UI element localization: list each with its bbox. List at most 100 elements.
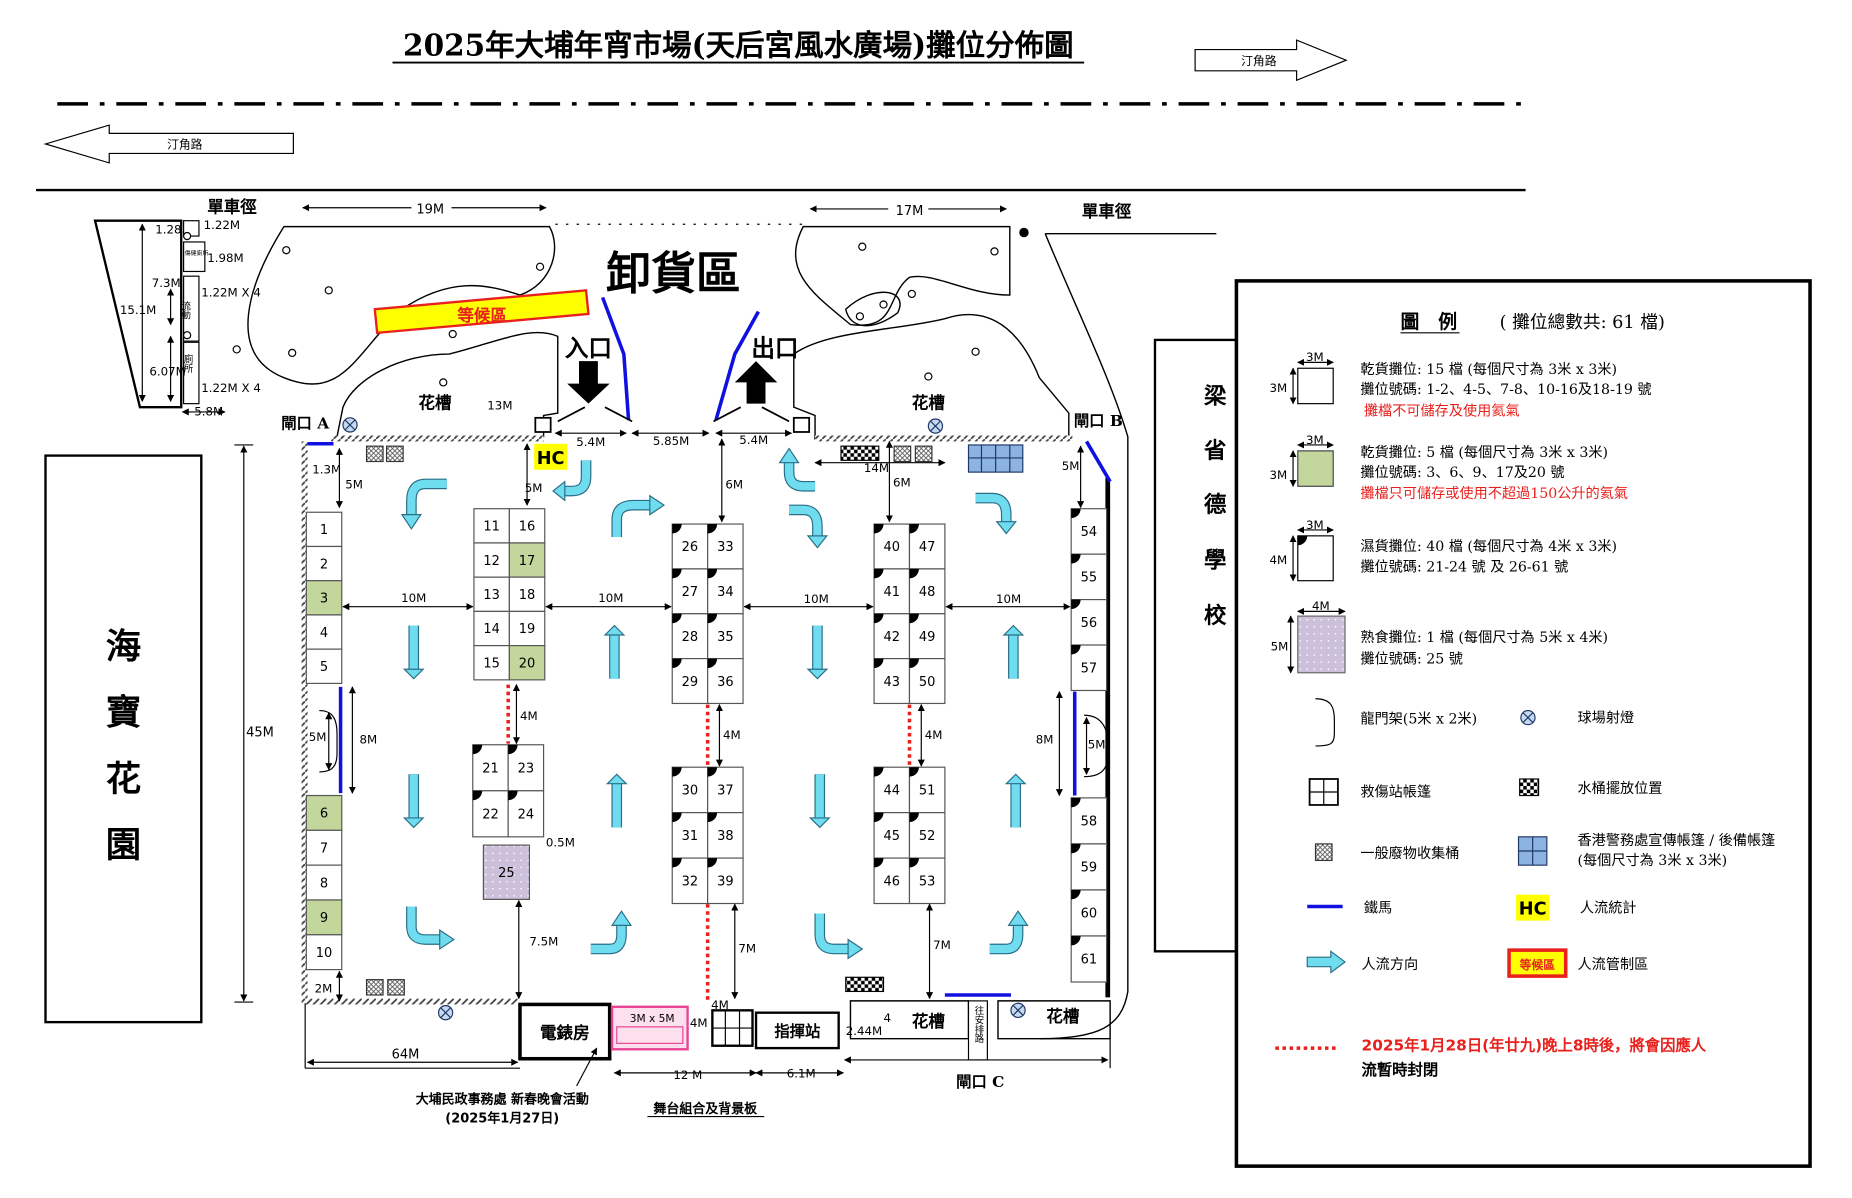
page-title: 2025年大埔年宵市場(天后宮風水廣場)攤位分佈圖 — [403, 27, 1074, 62]
stall-corner-mark — [508, 790, 518, 801]
stall-29: 29 — [671, 658, 709, 705]
building-char: 園 — [106, 825, 141, 866]
dimension-label: 7M — [933, 938, 951, 952]
stall-2: 2 — [305, 545, 343, 582]
flow-direction-arrow — [590, 910, 633, 955]
stall-number: 22 — [482, 808, 499, 823]
flow-direction-arrow — [605, 773, 628, 828]
legend-text: 攤位號碼: 1-2、4-5、7-8、10-16及18-19 號 — [1360, 382, 1651, 398]
stall-10: 10 — [305, 934, 343, 971]
stall-15: 15 — [473, 645, 510, 681]
floodlight-icon — [437, 1005, 454, 1021]
stall-8: 8 — [305, 864, 343, 901]
dimension-label: 17M — [896, 204, 924, 219]
legend-text: 乾貨攤位: 15 檔 (每個尺寸為 3米 x 3米) — [1360, 361, 1617, 378]
stall-16: 16 — [508, 508, 546, 544]
stall-55: 55 — [1070, 553, 1108, 601]
waste-bin-icon — [387, 979, 405, 996]
legend-text: 龍門架(5米 x 2米) — [1360, 711, 1477, 728]
legend-text: 救傷站帳篷 — [1360, 785, 1431, 801]
stall-56: 56 — [1070, 599, 1108, 646]
dimension-label: 4M — [711, 998, 729, 1012]
stall-box — [482, 844, 531, 900]
stall-number: 20 — [519, 656, 536, 671]
dimension-label: 5.4M — [739, 433, 768, 447]
stall-corner-mark — [909, 767, 919, 777]
stall-corner-mark — [1071, 797, 1081, 808]
stall-corner-mark — [672, 524, 682, 534]
flow-direction-arrow — [402, 774, 425, 829]
headcount-point: HC — [534, 443, 568, 470]
event-date: (2025年1月27日) — [445, 1110, 559, 1126]
flow-direction-arrow — [814, 913, 864, 960]
stall-box — [707, 658, 744, 705]
stall-number: 40 — [884, 540, 901, 555]
stall-box — [305, 648, 343, 684]
hoi-bo-garden-building: 海 寶 花 園 — [44, 454, 203, 1024]
police-tent — [967, 444, 1024, 473]
stall-corner-mark — [909, 568, 919, 579]
cycle-track-label: 單車徑 — [207, 196, 257, 216]
dimension-label: 10M — [996, 592, 1021, 606]
stall-number: 27 — [682, 585, 699, 600]
stall-number: 51 — [919, 784, 936, 799]
stall-48: 48 — [908, 568, 946, 615]
stall-44: 44 — [873, 766, 911, 814]
closure-note: 2025年1月28日(年廿九)晚上8時後，將會因應人 — [1362, 1036, 1707, 1054]
event-label: 大埔民政事務處 新春晚會活動 — [416, 1092, 589, 1108]
stall-corner-mark — [707, 812, 718, 823]
mobile-toilet-label: 流動 — [179, 300, 191, 320]
stall-number: 54 — [1081, 525, 1098, 540]
stall-number: 53 — [919, 875, 936, 890]
stall-box — [508, 576, 546, 612]
legend-text: 水桶擺放位置 — [1578, 781, 1663, 797]
stage-size-label: 3M x 5M — [630, 1012, 675, 1025]
gate-c-label: 閘口 C — [956, 1073, 1004, 1091]
stall-40: 40 — [873, 523, 911, 570]
bucket-icon — [845, 976, 885, 993]
stall-number: 1 — [320, 523, 328, 538]
stall-box — [472, 744, 509, 792]
legend-item-dry-helium: 3M 3M 乾貨攤位: 5 檔 (每個尺寸為 3米 x 3米) 攤位號碼: 3、… — [1269, 433, 1628, 502]
waste-bin-icon — [386, 445, 404, 463]
access-road-label: 往安排路 — [972, 1005, 984, 1044]
stall-number: 31 — [682, 829, 699, 844]
dimension-label: 10M — [401, 591, 426, 605]
stall-box — [707, 523, 744, 570]
dimension-label: 13M — [487, 399, 512, 413]
stall-49: 49 — [908, 613, 946, 660]
stall-corner-mark — [672, 613, 682, 624]
command-post-label: 指揮站 — [774, 1022, 821, 1040]
flow-direction-arrow — [1002, 624, 1025, 679]
stall-1: 1 — [305, 511, 343, 548]
flow-direction-arrow — [808, 774, 831, 829]
stall-28: 28 — [671, 613, 709, 660]
legend-total: ( 攤位總數共: 61 檔) — [1500, 312, 1665, 333]
stall-23: 23 — [507, 744, 545, 792]
stall-number: 23 — [518, 762, 535, 777]
stall-box — [507, 744, 545, 792]
stall-6: 6 — [305, 794, 343, 831]
dimension-label: 6.1M — [787, 1067, 816, 1081]
exit-arrow-icon — [734, 361, 778, 404]
cycle-track-label: 單車徑 — [1082, 201, 1132, 221]
stall-box — [707, 812, 744, 859]
stall-box — [707, 766, 744, 814]
stall-number: 33 — [717, 540, 734, 555]
stall-47: 47 — [908, 523, 946, 570]
dimension-label: 14M — [864, 461, 889, 475]
stall-box — [908, 766, 946, 814]
stall-39: 39 — [707, 857, 744, 905]
planter-label: 花槽 — [1046, 1006, 1080, 1026]
stall-number: 47 — [919, 540, 936, 555]
waiting-area-icon — [1507, 948, 1568, 978]
stall-corner-mark — [874, 812, 884, 823]
stall-number: 8 — [320, 876, 328, 891]
building-char: 花 — [106, 759, 141, 800]
stall-box — [305, 829, 343, 866]
stall-box — [305, 934, 343, 971]
gantry-icon — [1315, 698, 1335, 747]
dimension-label: 7.5M — [529, 934, 558, 948]
stall-number: 18 — [519, 588, 536, 603]
stall-corner-mark — [707, 613, 718, 624]
